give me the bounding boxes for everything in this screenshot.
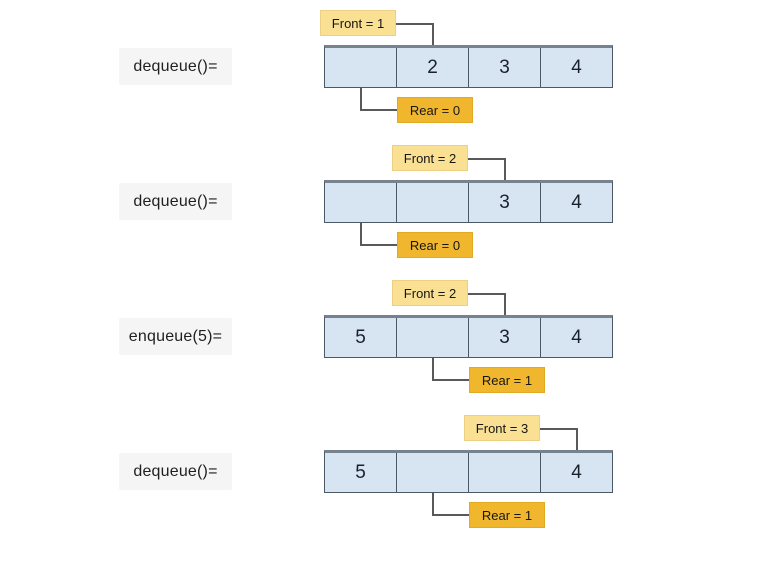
queue-cell: 4 [540, 48, 612, 87]
queue-cell [396, 183, 468, 222]
operation-label: dequeue()= [119, 453, 232, 490]
operation-label: enqueue(5)= [119, 318, 232, 355]
front-connector-vertical [504, 158, 506, 180]
queue-cell: 3 [468, 318, 540, 357]
rear-connector-horizontal [360, 109, 400, 111]
queue-cell [325, 183, 396, 222]
queue-cell [396, 318, 468, 357]
front-connector-vertical [504, 293, 506, 315]
queue-cell: 4 [540, 183, 612, 222]
front-connector-vertical [432, 23, 434, 45]
front-pointer-label: Front = 1 [320, 10, 396, 36]
front-connector-horizontal [392, 23, 434, 25]
queue-cell [396, 453, 468, 492]
queue-cell [325, 48, 396, 87]
front-connector-horizontal [464, 293, 506, 295]
rear-pointer-label: Rear = 1 [469, 502, 545, 528]
rear-connector-vertical [360, 223, 362, 246]
front-pointer-label: Front = 2 [392, 280, 468, 306]
front-connector-vertical [576, 428, 578, 450]
queue-cell: 3 [468, 48, 540, 87]
front-pointer-label: Front = 3 [464, 415, 540, 441]
queue-cell: 4 [540, 453, 612, 492]
rear-connector-horizontal [432, 379, 472, 381]
queue-cell: 2 [396, 48, 468, 87]
front-connector-horizontal [536, 428, 578, 430]
queue-cell [468, 453, 540, 492]
front-pointer-label: Front = 2 [392, 145, 468, 171]
operation-label: dequeue()= [119, 183, 232, 220]
rear-connector-horizontal [432, 514, 472, 516]
queue-cell: 3 [468, 183, 540, 222]
front-connector-horizontal [464, 158, 506, 160]
queue-cell: 5 [355, 326, 366, 348]
rear-pointer-label: Rear = 0 [397, 97, 473, 123]
queue-cell: 4 [540, 318, 612, 357]
rear-pointer-label: Rear = 0 [397, 232, 473, 258]
rear-pointer-label: Rear = 1 [469, 367, 545, 393]
operation-label: dequeue()= [119, 48, 232, 85]
queue-cell: 5 [355, 461, 366, 483]
rear-connector-vertical [432, 358, 434, 381]
rear-connector-horizontal [360, 244, 400, 246]
rear-connector-vertical [432, 493, 434, 516]
rear-connector-vertical [360, 88, 362, 111]
